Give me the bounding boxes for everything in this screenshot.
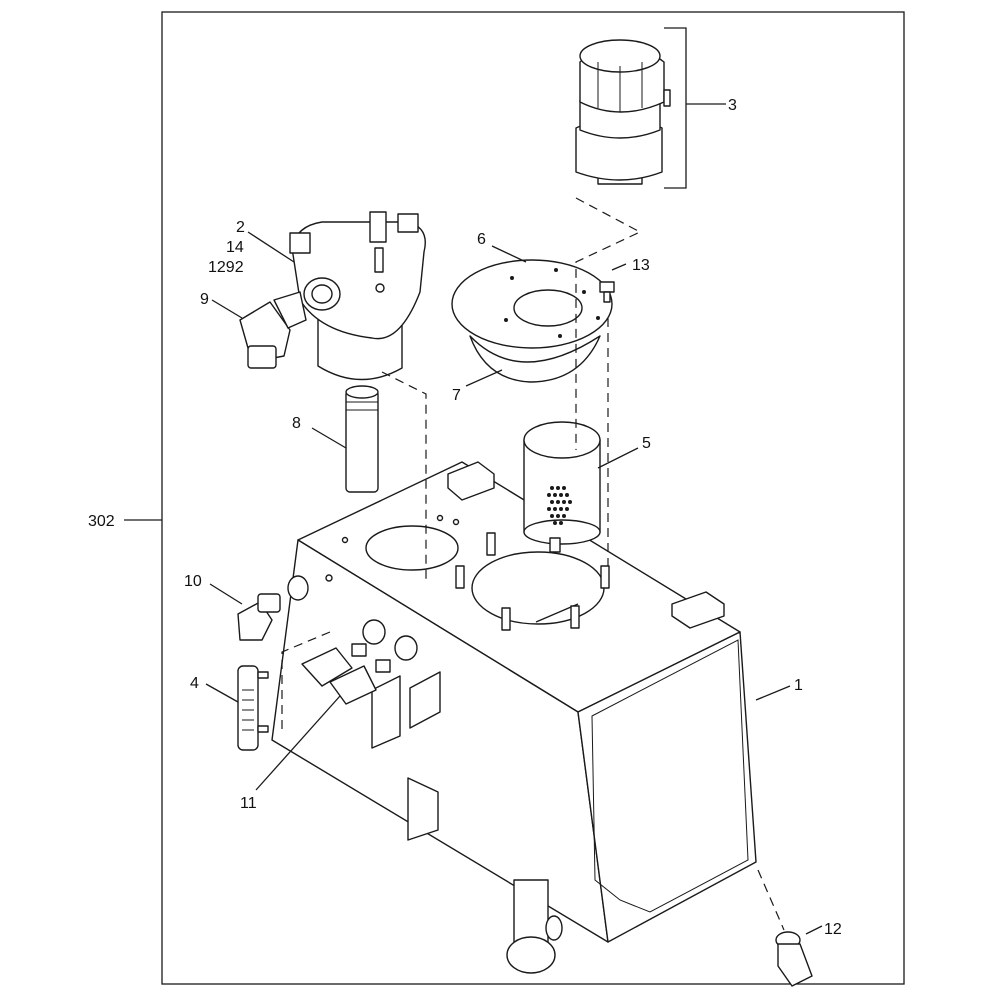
assembly-centerlines bbox=[281, 197, 785, 931]
callout-7: 7 bbox=[452, 387, 461, 404]
callout-5: 5 bbox=[642, 435, 651, 452]
bracket-3 bbox=[664, 27, 687, 189]
gasket-7 bbox=[469, 335, 601, 383]
strainer-5 bbox=[523, 421, 601, 553]
callout-13: 13 bbox=[632, 257, 650, 274]
suction-tube-8 bbox=[345, 385, 379, 493]
callout-8: 8 bbox=[292, 415, 301, 432]
callout-3: 3 bbox=[728, 97, 737, 114]
breather-cap-3 bbox=[575, 39, 671, 185]
callout-6: 6 bbox=[477, 231, 486, 248]
strainer-perforation bbox=[547, 486, 572, 525]
fittings-11 bbox=[301, 619, 418, 705]
elbow-fitting-10 bbox=[237, 575, 309, 641]
leader-lines bbox=[124, 103, 823, 935]
flange-plate-6 bbox=[451, 259, 613, 349]
reservoir-tank bbox=[271, 461, 757, 974]
elbow-fitting-12 bbox=[775, 931, 813, 987]
callout-12: 12 bbox=[824, 921, 842, 938]
callout-11: 11 bbox=[240, 795, 257, 812]
callout-1: 1 bbox=[794, 677, 803, 694]
elbow-fitting-9 bbox=[239, 291, 307, 369]
filter-housing bbox=[289, 211, 426, 381]
assembly-frame bbox=[161, 11, 905, 985]
callout-4: 4 bbox=[190, 675, 199, 692]
callout-1292: 1292 bbox=[208, 259, 244, 276]
callout-2: 2 bbox=[236, 219, 245, 236]
bolt-13 bbox=[599, 281, 615, 303]
callout-302: 302 bbox=[88, 513, 115, 530]
callout-14: 14 bbox=[226, 239, 244, 256]
sight-gauge-4 bbox=[237, 665, 269, 751]
callout-10: 10 bbox=[184, 573, 202, 590]
callout-9: 9 bbox=[200, 291, 209, 308]
